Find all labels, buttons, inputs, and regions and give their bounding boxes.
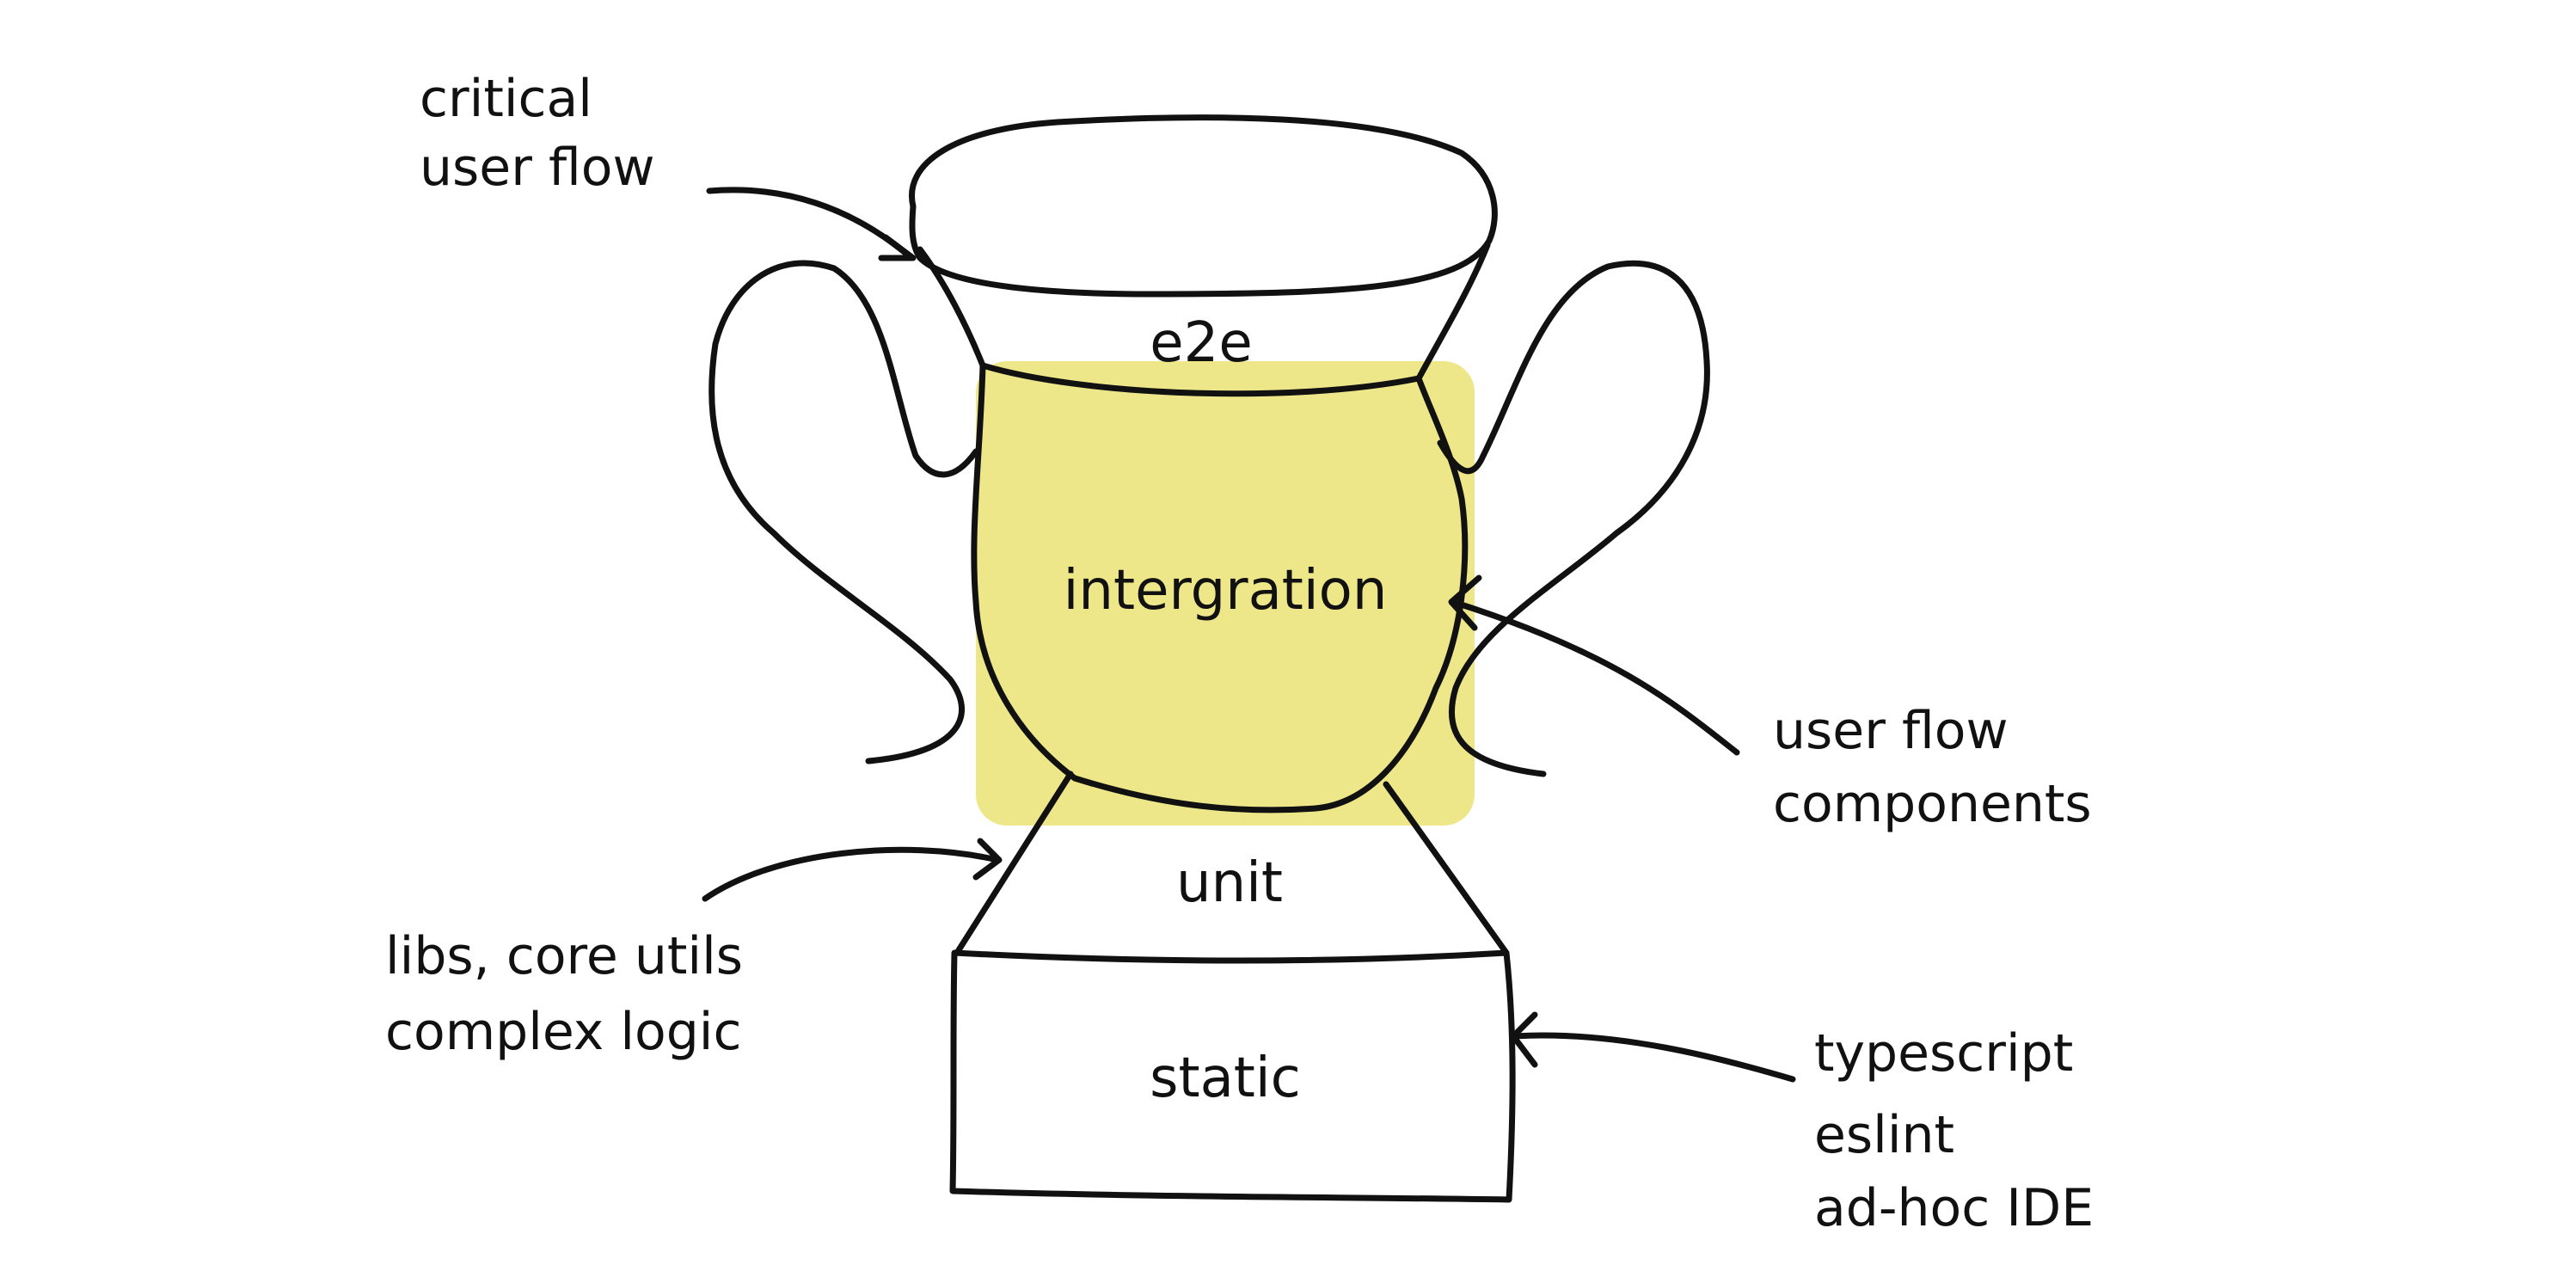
user-flow-components-arrow bbox=[1450, 599, 1740, 756]
e2e-left-wall-shape bbox=[917, 246, 986, 369]
static-base-shape bbox=[949, 949, 1516, 1203]
user-flow-components-arrowhead bbox=[1448, 574, 1482, 631]
unit-layer-label: unit bbox=[1176, 851, 1283, 915]
critical-user-flow-arrowhead bbox=[878, 234, 917, 261]
user-flow-components-line-1: user flow bbox=[1773, 701, 2009, 761]
left-handle-shape bbox=[708, 260, 979, 764]
critical-user-flow-arrow bbox=[706, 187, 915, 261]
libs-arrowhead bbox=[972, 838, 1003, 881]
right-handle-shape bbox=[1437, 260, 1710, 777]
static-tools-arrow bbox=[1510, 1032, 1796, 1083]
e2e-right-wall-shape bbox=[1415, 242, 1491, 382]
static-tools-line-2: eslint bbox=[1814, 1105, 1954, 1165]
integration-layer-label: intergration bbox=[1064, 559, 1388, 623]
libs-core-utils-line-2: complex logic bbox=[385, 1002, 741, 1062]
integration-highlight bbox=[976, 361, 1475, 826]
critical-user-flow-line-1: critical bbox=[420, 69, 592, 129]
user-flow-components-line-2: components bbox=[1773, 774, 2092, 834]
unit-right-wall-shape bbox=[1383, 781, 1510, 956]
static-tools-arrowhead bbox=[1510, 1011, 1538, 1068]
unit-left-wall-shape bbox=[954, 771, 1074, 956]
static-tools-line-1: typescript bbox=[1814, 1023, 2073, 1084]
static-tools-line-3: ad-hoc IDE bbox=[1814, 1178, 2094, 1238]
e2e-layer-label: e2e bbox=[1150, 311, 1252, 375]
libs-core-utils-line-1: libs, core utils bbox=[385, 926, 743, 986]
libs-arrow bbox=[702, 846, 1001, 902]
static-layer-label: static bbox=[1150, 1047, 1301, 1110]
trophy-rim-shape bbox=[909, 114, 1498, 298]
critical-user-flow-line-2: user flow bbox=[420, 138, 655, 198]
integration-bowl-shape bbox=[971, 362, 1469, 814]
